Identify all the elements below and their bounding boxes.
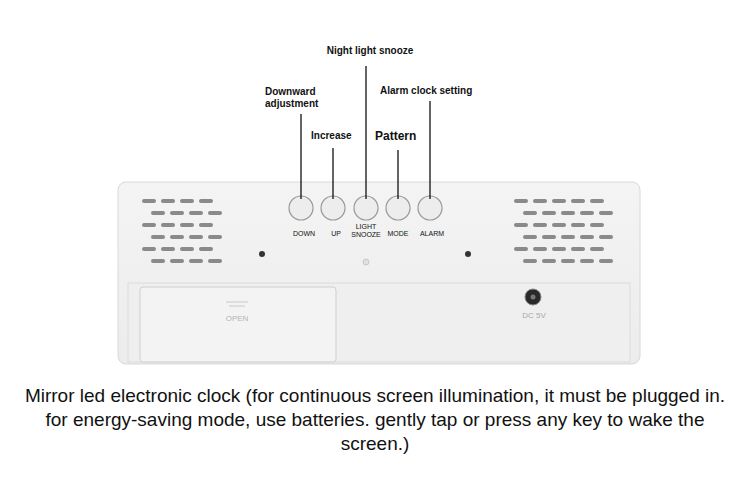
vent-slot [180, 247, 194, 251]
vent-slot [590, 247, 604, 251]
cover-mark [229, 306, 245, 307]
vent-slot [523, 235, 537, 239]
vent-slot [170, 259, 184, 263]
vent-slot [514, 199, 528, 203]
vent-slot [561, 235, 575, 239]
vent-slot [208, 211, 222, 215]
hole [259, 251, 265, 257]
leader-line [397, 150, 398, 199]
vent-slot [552, 223, 566, 227]
vent-slot [571, 223, 585, 227]
buttons [289, 196, 442, 220]
vent-slot [199, 199, 213, 203]
vent-slot [208, 235, 222, 239]
vent-slot [180, 199, 194, 203]
vent-slot [189, 211, 203, 215]
vent-slot [161, 223, 175, 227]
callout-label: Alarm clock setting [380, 85, 500, 97]
vent-slot [142, 247, 156, 251]
vent-slot [189, 259, 203, 263]
vent-slot [599, 211, 613, 215]
vent-slot [208, 259, 222, 263]
hole [465, 251, 471, 257]
leader-line [332, 148, 333, 199]
vent-slot [142, 223, 156, 227]
vent-slot [514, 247, 528, 251]
callout-label: Night light snooze [300, 45, 440, 57]
battery-cover [140, 287, 336, 362]
leader-line [365, 66, 366, 199]
leader-line [300, 114, 301, 199]
dc-jack [525, 289, 541, 305]
vent-slot [580, 259, 594, 263]
button-label: ALARM [415, 230, 449, 238]
vent-slot [542, 259, 556, 263]
button [289, 196, 313, 220]
cover-label: OPEN [217, 314, 257, 324]
vent-slot [170, 211, 184, 215]
button-label: LIGHT SNOOZE [350, 223, 382, 239]
dc-jack-pin [531, 295, 536, 300]
vent-slot [161, 247, 175, 251]
leader-line [429, 101, 430, 199]
vent-slot [599, 235, 613, 239]
callout-label: Downward adjustment [265, 86, 331, 110]
vent-slot [151, 235, 165, 239]
vent-slot [514, 223, 528, 227]
vent-slot [151, 211, 165, 215]
vent-slot [542, 235, 556, 239]
hole [363, 259, 369, 265]
vent-slot [523, 211, 537, 215]
vent-slot [571, 247, 585, 251]
vent-slot [590, 199, 604, 203]
callout-label: Increase [311, 130, 371, 142]
vent-slot [561, 259, 575, 263]
cover-mark [226, 302, 248, 303]
button [321, 196, 345, 220]
button-label: UP [324, 230, 348, 238]
vent-slot [161, 199, 175, 203]
port-label: DC 5V [514, 311, 554, 321]
vent-slot [533, 199, 547, 203]
callout-label: Pattern [375, 129, 435, 143]
button [418, 196, 442, 220]
vent-slot [599, 259, 613, 263]
vent-slot [142, 199, 156, 203]
vent-slot [590, 223, 604, 227]
button [386, 196, 410, 220]
vent-slot [199, 223, 213, 227]
vent-slot [180, 223, 194, 227]
vent-slot [170, 235, 184, 239]
vent-slot [199, 247, 213, 251]
button [354, 196, 378, 220]
vent-slot [523, 259, 537, 263]
vent-slot [189, 235, 203, 239]
vent-slot [561, 211, 575, 215]
vent-slot [151, 259, 165, 263]
button-label: DOWN [287, 230, 321, 238]
vent-slot [580, 211, 594, 215]
vent-slot [552, 199, 566, 203]
vent-slot [552, 247, 566, 251]
vent-slot [542, 211, 556, 215]
clock-body [118, 182, 640, 364]
vent-slot [580, 235, 594, 239]
caption: Mirror led electronic clock (for continu… [15, 384, 735, 456]
vent-slot [571, 199, 585, 203]
lower-panel [128, 283, 630, 362]
button-label: MODE [383, 230, 413, 238]
vent-slot [533, 247, 547, 251]
vent-slot [533, 223, 547, 227]
